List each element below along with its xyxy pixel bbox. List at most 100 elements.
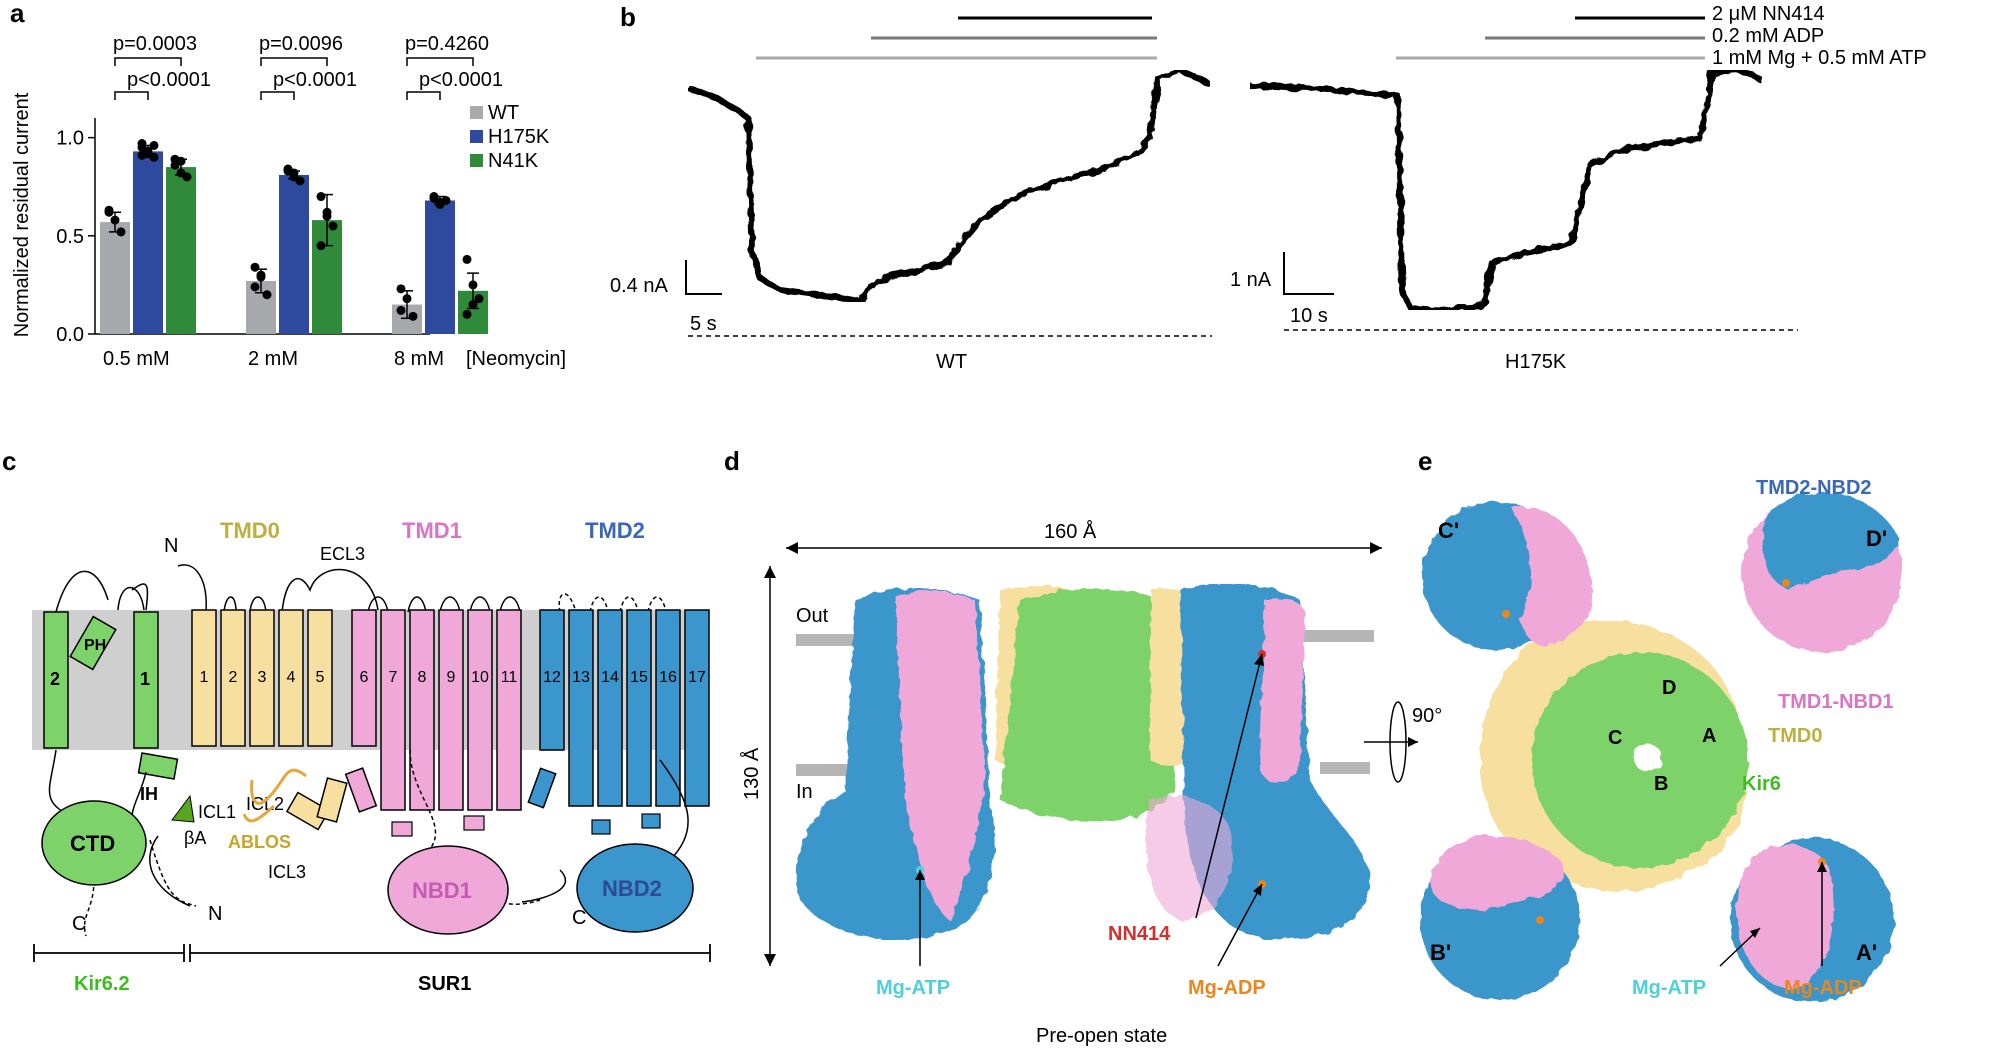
rotation-arrowhead xyxy=(1408,737,1418,747)
data-point xyxy=(468,300,478,310)
bar-wt xyxy=(100,222,130,334)
helix-number: 15 xyxy=(630,669,648,686)
side-view-density: 160 Å 130 Å Out In NN414 Mg-ATP Mg xyxy=(740,520,1382,1047)
data-point xyxy=(149,152,159,162)
significance-bracket xyxy=(406,91,441,100)
tmd2-label: TMD2 xyxy=(585,518,645,543)
data-point xyxy=(256,270,266,280)
membrane-in-marker-right xyxy=(1320,762,1370,774)
legend-mgatp: 1 mM Mg + 0.5 mM ATP xyxy=(1712,47,1927,69)
trace-label-h175k: H175K xyxy=(1505,351,1567,373)
legend-adp: 0.2 mM ADP xyxy=(1712,25,1824,47)
tmd1-intracellular-helix xyxy=(344,767,378,813)
helix-number: 3 xyxy=(258,669,267,686)
legend-swatch-n41k xyxy=(470,154,483,167)
domain-brackets xyxy=(33,944,711,962)
panel-label-d: d xyxy=(724,446,740,476)
ablos-label: ABLOS xyxy=(228,832,291,852)
y-tick-label: 0.0 xyxy=(56,324,84,346)
tmd0-outer-loops xyxy=(177,564,379,613)
nn414-pointer xyxy=(1195,653,1263,919)
tmd2-nbd2-label: TMD2-NBD2 xyxy=(1756,477,1872,499)
data-point xyxy=(429,192,439,202)
tmd1-outer-loops xyxy=(367,596,521,613)
helix xyxy=(307,609,333,747)
data-point xyxy=(262,290,272,300)
scale-time-wt: 5 s xyxy=(690,313,717,335)
membrane-out-marker-right xyxy=(1300,630,1374,642)
tmd2-coupling-helix xyxy=(641,813,661,829)
height-label: 130 Å xyxy=(740,747,763,800)
data-point xyxy=(116,227,126,237)
helix xyxy=(191,609,217,747)
tmd1-label: TMD1 xyxy=(402,518,462,543)
legend-swatch-wt xyxy=(470,106,483,119)
helix-number: 14 xyxy=(601,669,619,686)
helix xyxy=(655,609,681,807)
data-point xyxy=(104,207,114,217)
n-terminus-top: N xyxy=(164,535,178,557)
subunit-a: A xyxy=(1702,725,1716,747)
tmd0-label: TMD0 xyxy=(220,518,280,543)
data-point xyxy=(322,211,332,221)
mgatp-arrowhead-e xyxy=(1750,928,1760,938)
mgadp-pointer xyxy=(1217,883,1263,967)
sur1-label: SUR1 xyxy=(418,973,471,995)
n-terminus-bottom: N xyxy=(208,903,222,925)
kir-helix-m2 xyxy=(43,611,69,749)
ablos-helix-1 xyxy=(285,791,331,831)
rotation-ring xyxy=(1389,701,1407,783)
beta-a-label: βA xyxy=(184,828,206,848)
nn414-label: NN414 xyxy=(1108,923,1171,945)
helix xyxy=(568,609,594,807)
helix-label: 1 xyxy=(140,669,150,689)
data-point xyxy=(250,282,260,292)
mgatp-arrowhead xyxy=(915,870,925,880)
scale-current-wt: 0.4 nA xyxy=(610,275,668,297)
data-point xyxy=(295,176,305,186)
data-point xyxy=(435,199,445,209)
helix-number: 5 xyxy=(316,669,325,686)
nn414-arrowhead xyxy=(1254,654,1264,666)
trace-wt xyxy=(687,67,1212,305)
nbd1-domain xyxy=(387,845,509,935)
data-point xyxy=(289,168,299,178)
helix xyxy=(438,609,464,811)
data-point xyxy=(462,254,472,264)
helix xyxy=(351,609,377,747)
nbd2-domain xyxy=(576,843,694,933)
data-point xyxy=(462,309,472,319)
current-traces: 2 μM NN414 0.2 mM ADP 1 mM Mg + 0.5 mM A… xyxy=(610,3,1927,373)
icl3-label: ICL3 xyxy=(268,862,306,882)
subunit-c-prime: C' xyxy=(1438,518,1459,543)
significance-bracket xyxy=(260,91,295,100)
trace-label-wt: WT xyxy=(936,351,967,373)
panel-label-b: b xyxy=(620,2,636,32)
data-point xyxy=(474,294,484,304)
data-point xyxy=(396,284,406,294)
p-value: p=0.4260 xyxy=(405,33,489,55)
data-point xyxy=(137,150,147,160)
panel-label-c: c xyxy=(2,446,16,476)
p-value: p<0.0001 xyxy=(273,69,357,91)
mgatp-label: Mg-ATP xyxy=(876,977,950,999)
helix xyxy=(380,609,406,811)
p-value: p<0.0001 xyxy=(127,69,211,91)
significance-bracket xyxy=(114,91,149,100)
nbd2-label: NBD2 xyxy=(602,876,662,901)
helix xyxy=(684,609,710,807)
bar-h175k xyxy=(279,174,309,334)
data-point xyxy=(176,156,186,166)
state-caption: Pre-open state xyxy=(1036,1025,1167,1047)
width-label: 160 Å xyxy=(1044,520,1097,543)
out-label: Out xyxy=(796,605,829,627)
icl1-label: ICL1 xyxy=(198,802,236,822)
helix-number: 12 xyxy=(543,669,561,686)
x-tick-label: 8 mM xyxy=(394,348,444,370)
subunit-d: D xyxy=(1662,677,1676,699)
helix-number: 9 xyxy=(447,669,456,686)
mgadp-label-e: Mg-ADP xyxy=(1784,977,1862,999)
tmd1-coupling-helix xyxy=(463,815,485,831)
data-point xyxy=(182,172,192,182)
